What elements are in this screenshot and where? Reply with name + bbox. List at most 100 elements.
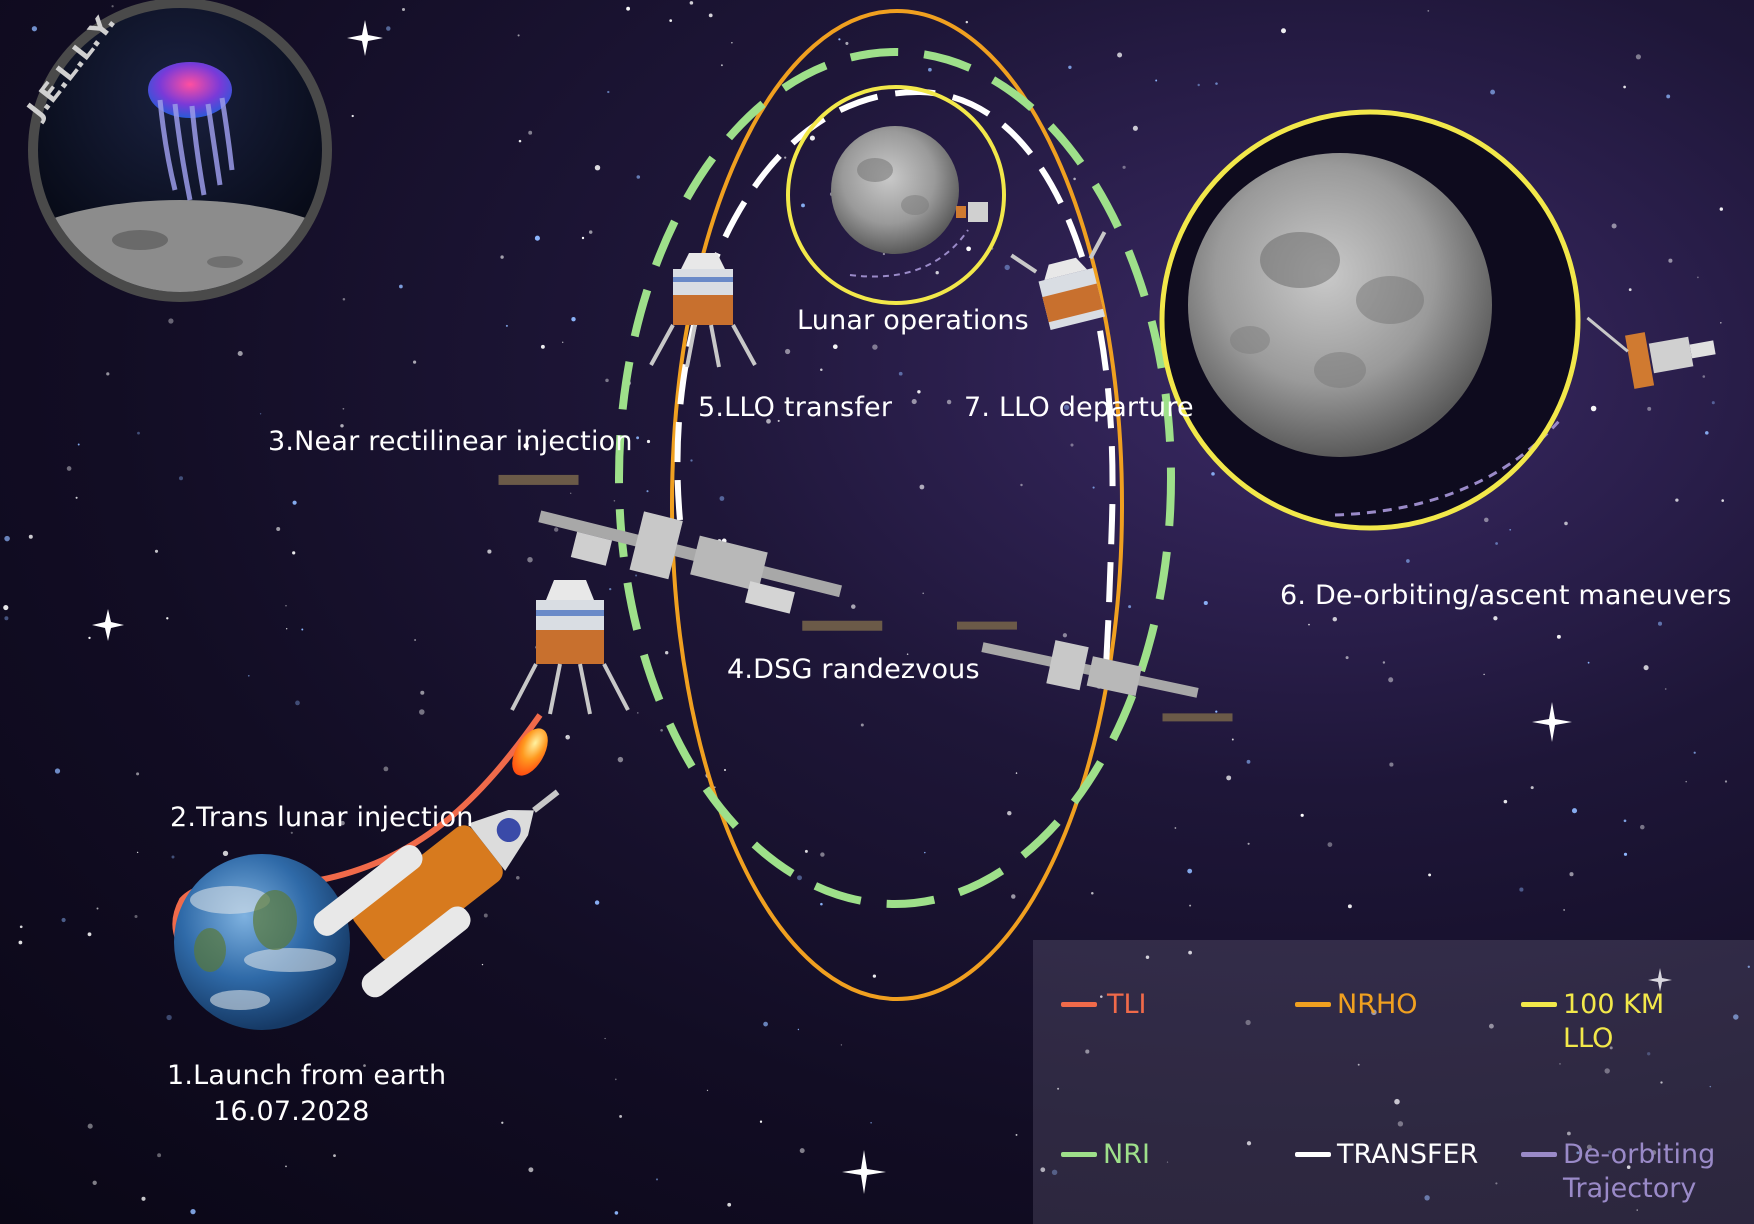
star (1719, 207, 1723, 211)
label-nri: 3.Near rectilinear injection (268, 426, 633, 457)
star (413, 360, 417, 364)
star (646, 490, 649, 493)
star (569, 492, 572, 495)
star (1640, 824, 1645, 830)
star (523, 443, 529, 449)
star (540, 344, 545, 349)
star (1117, 52, 1123, 58)
star (720, 64, 723, 67)
star (1576, 1151, 1580, 1155)
star (285, 605, 287, 607)
star (724, 769, 726, 771)
star (609, 587, 612, 591)
star (1586, 1144, 1592, 1150)
star (154, 549, 159, 553)
label-lunar-operations: Lunar operations (797, 305, 1029, 336)
star (1702, 375, 1706, 378)
star (565, 734, 570, 740)
star (635, 574, 638, 577)
star (731, 42, 733, 44)
star (1747, 965, 1750, 968)
star (1495, 1182, 1498, 1185)
star (237, 350, 243, 357)
star (1608, 1150, 1612, 1154)
star (660, 728, 663, 732)
star (1155, 79, 1158, 82)
star (646, 439, 651, 444)
star (1569, 872, 1574, 877)
legend-swatch-nrho (1295, 1002, 1331, 1007)
star (28, 534, 33, 539)
star (1571, 808, 1578, 814)
star (276, 527, 281, 531)
star (1724, 780, 1728, 783)
star (134, 914, 138, 919)
star (1057, 1087, 1060, 1090)
star (1020, 483, 1023, 487)
star (528, 130, 533, 135)
star (340, 424, 344, 428)
lander-icon (1010, 231, 1107, 331)
star (77, 443, 80, 446)
star-icon (92, 609, 124, 641)
star (259, 413, 262, 415)
star (820, 852, 825, 857)
star (845, 41, 849, 45)
star (401, 7, 406, 12)
star (528, 1167, 534, 1173)
star (66, 466, 72, 471)
star (1519, 887, 1524, 892)
star (1509, 528, 1512, 531)
star (1675, 498, 1679, 502)
star (562, 341, 564, 343)
star (1660, 1081, 1663, 1084)
sparkle-stars (92, 20, 1672, 1194)
star (333, 1154, 336, 1157)
star (1007, 810, 1012, 816)
star (1394, 1098, 1400, 1105)
star (870, 1121, 872, 1124)
star (292, 551, 296, 555)
star (92, 1180, 97, 1185)
star (96, 907, 99, 910)
star (626, 6, 630, 11)
star (1132, 125, 1138, 131)
star (141, 1196, 146, 1201)
star (487, 549, 492, 554)
nrho-orbit (670, 9, 1124, 1001)
star (292, 500, 297, 505)
star (1008, 321, 1011, 324)
star (1388, 677, 1394, 683)
star (1564, 521, 1568, 526)
star (1122, 165, 1126, 169)
star (1685, 780, 1687, 783)
star (1347, 904, 1352, 909)
star (87, 932, 92, 937)
star (1100, 995, 1103, 998)
star (689, 1, 694, 5)
star (763, 1021, 768, 1027)
star (1495, 542, 1498, 545)
star (1091, 891, 1094, 895)
star (1382, 661, 1386, 664)
lander-icon (956, 202, 988, 222)
star (804, 849, 808, 853)
star-icon (1648, 968, 1672, 992)
star (1657, 621, 1663, 626)
star (614, 1078, 617, 1081)
star (1062, 633, 1068, 638)
star (1197, 83, 1200, 87)
star (1406, 559, 1410, 563)
star-icon (347, 20, 383, 56)
star (604, 1037, 606, 1040)
lander-icon (1586, 316, 1716, 389)
legend-text-llo-1: 100 KM (1563, 989, 1665, 1020)
star (285, 1165, 287, 1168)
star (636, 175, 641, 179)
label-dsg: 4.DSG randezvous (727, 654, 980, 685)
space-station-icon (956, 621, 1233, 722)
star (801, 203, 805, 208)
star (1215, 82, 1218, 85)
star (784, 348, 791, 355)
